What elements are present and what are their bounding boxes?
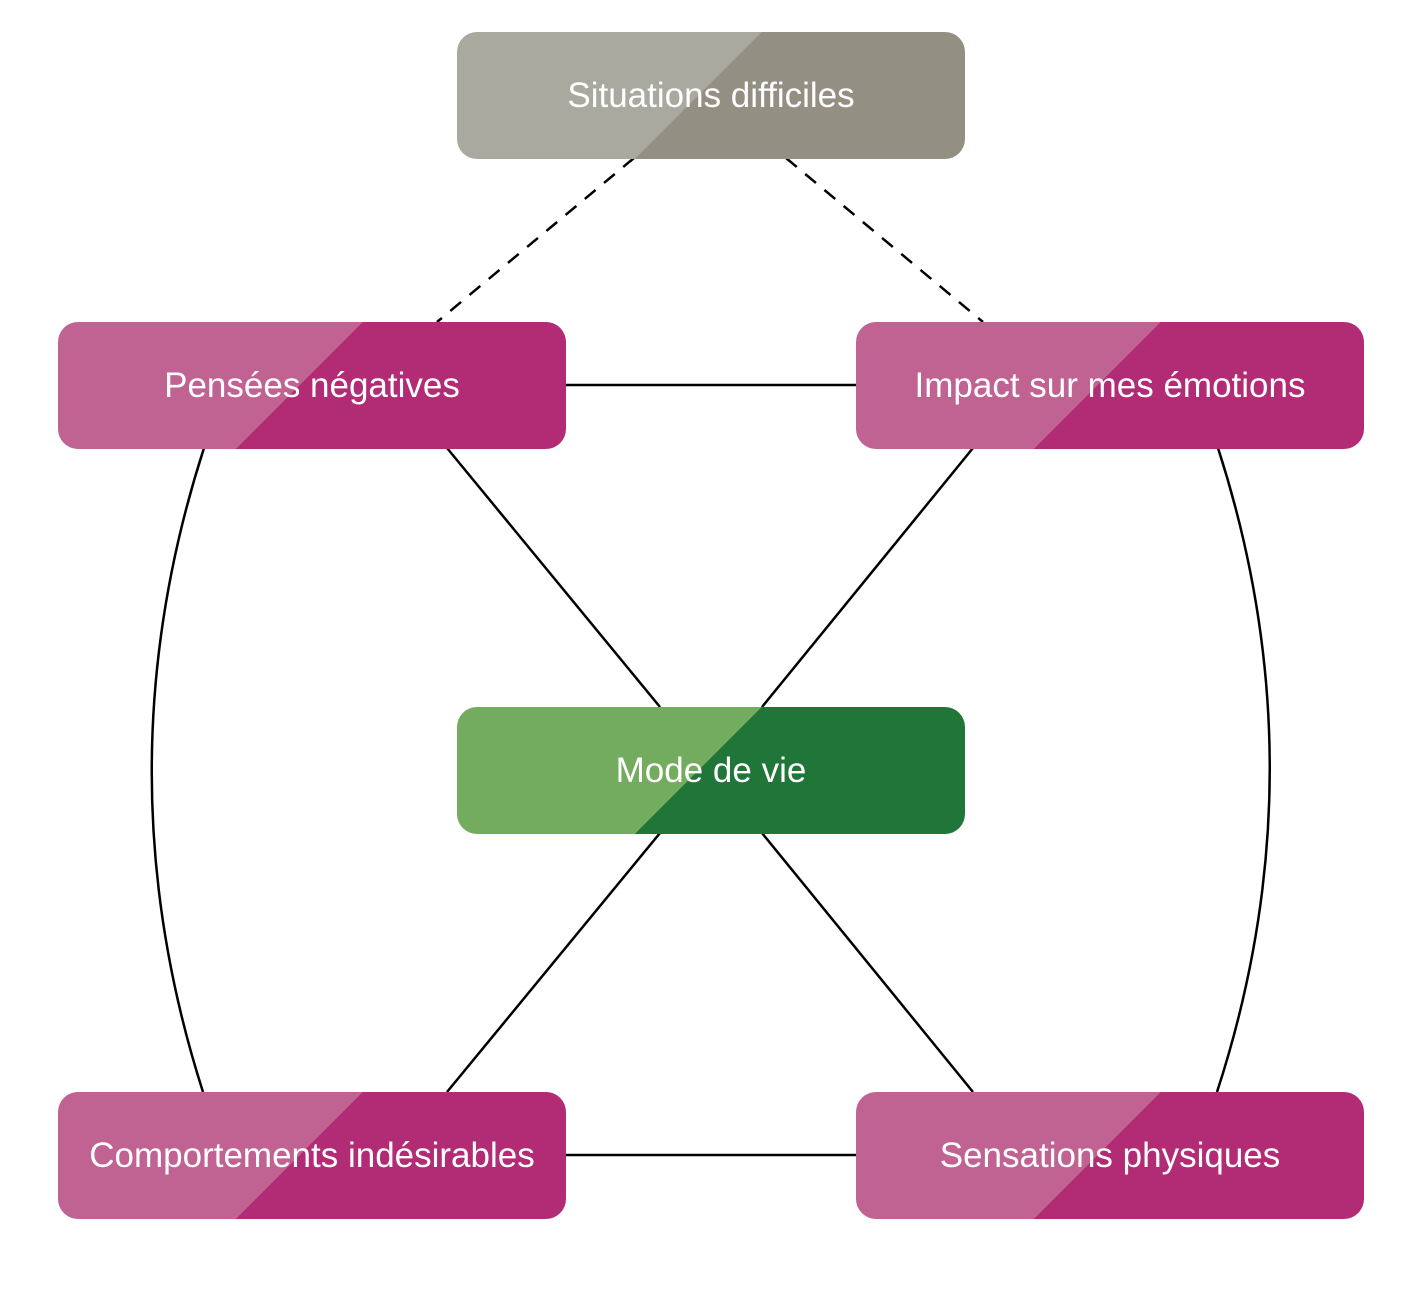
edge-top-to-top-left	[436, 157, 635, 323]
edge-top-left-to-center	[446, 447, 661, 708]
node-label: Sensations physiques	[939, 1135, 1281, 1175]
node-label: Comportements indésirables	[89, 1135, 535, 1175]
edge-top-left-to-bottom-left-curve	[150, 447, 206, 1093]
edge-top-to-top-right	[785, 157, 984, 323]
node-label: Pensées négatives	[164, 365, 460, 405]
node-label: Situations difficiles	[567, 75, 855, 115]
node-pensees-negatives: Pensées négatives	[58, 322, 566, 449]
node-mode-de-vie: Mode de vie	[457, 707, 965, 834]
node-situations-difficiles: Situations difficiles	[457, 32, 965, 159]
edge-top-right-to-center	[761, 447, 974, 708]
node-label: Mode de vie	[615, 750, 807, 790]
node-comportements-indesirables: Comportements indésirables	[58, 1092, 566, 1219]
node-sensations-physiques: Sensations physiques	[856, 1092, 1364, 1219]
edge-top-right-to-bottom-right-curve	[1215, 447, 1271, 1093]
edge-center-to-bottom-right	[761, 832, 974, 1093]
node-impact-emotions: Impact sur mes émotions	[856, 322, 1364, 449]
node-label: Impact sur mes émotions	[914, 365, 1306, 405]
edge-center-to-bottom-left	[446, 832, 661, 1093]
